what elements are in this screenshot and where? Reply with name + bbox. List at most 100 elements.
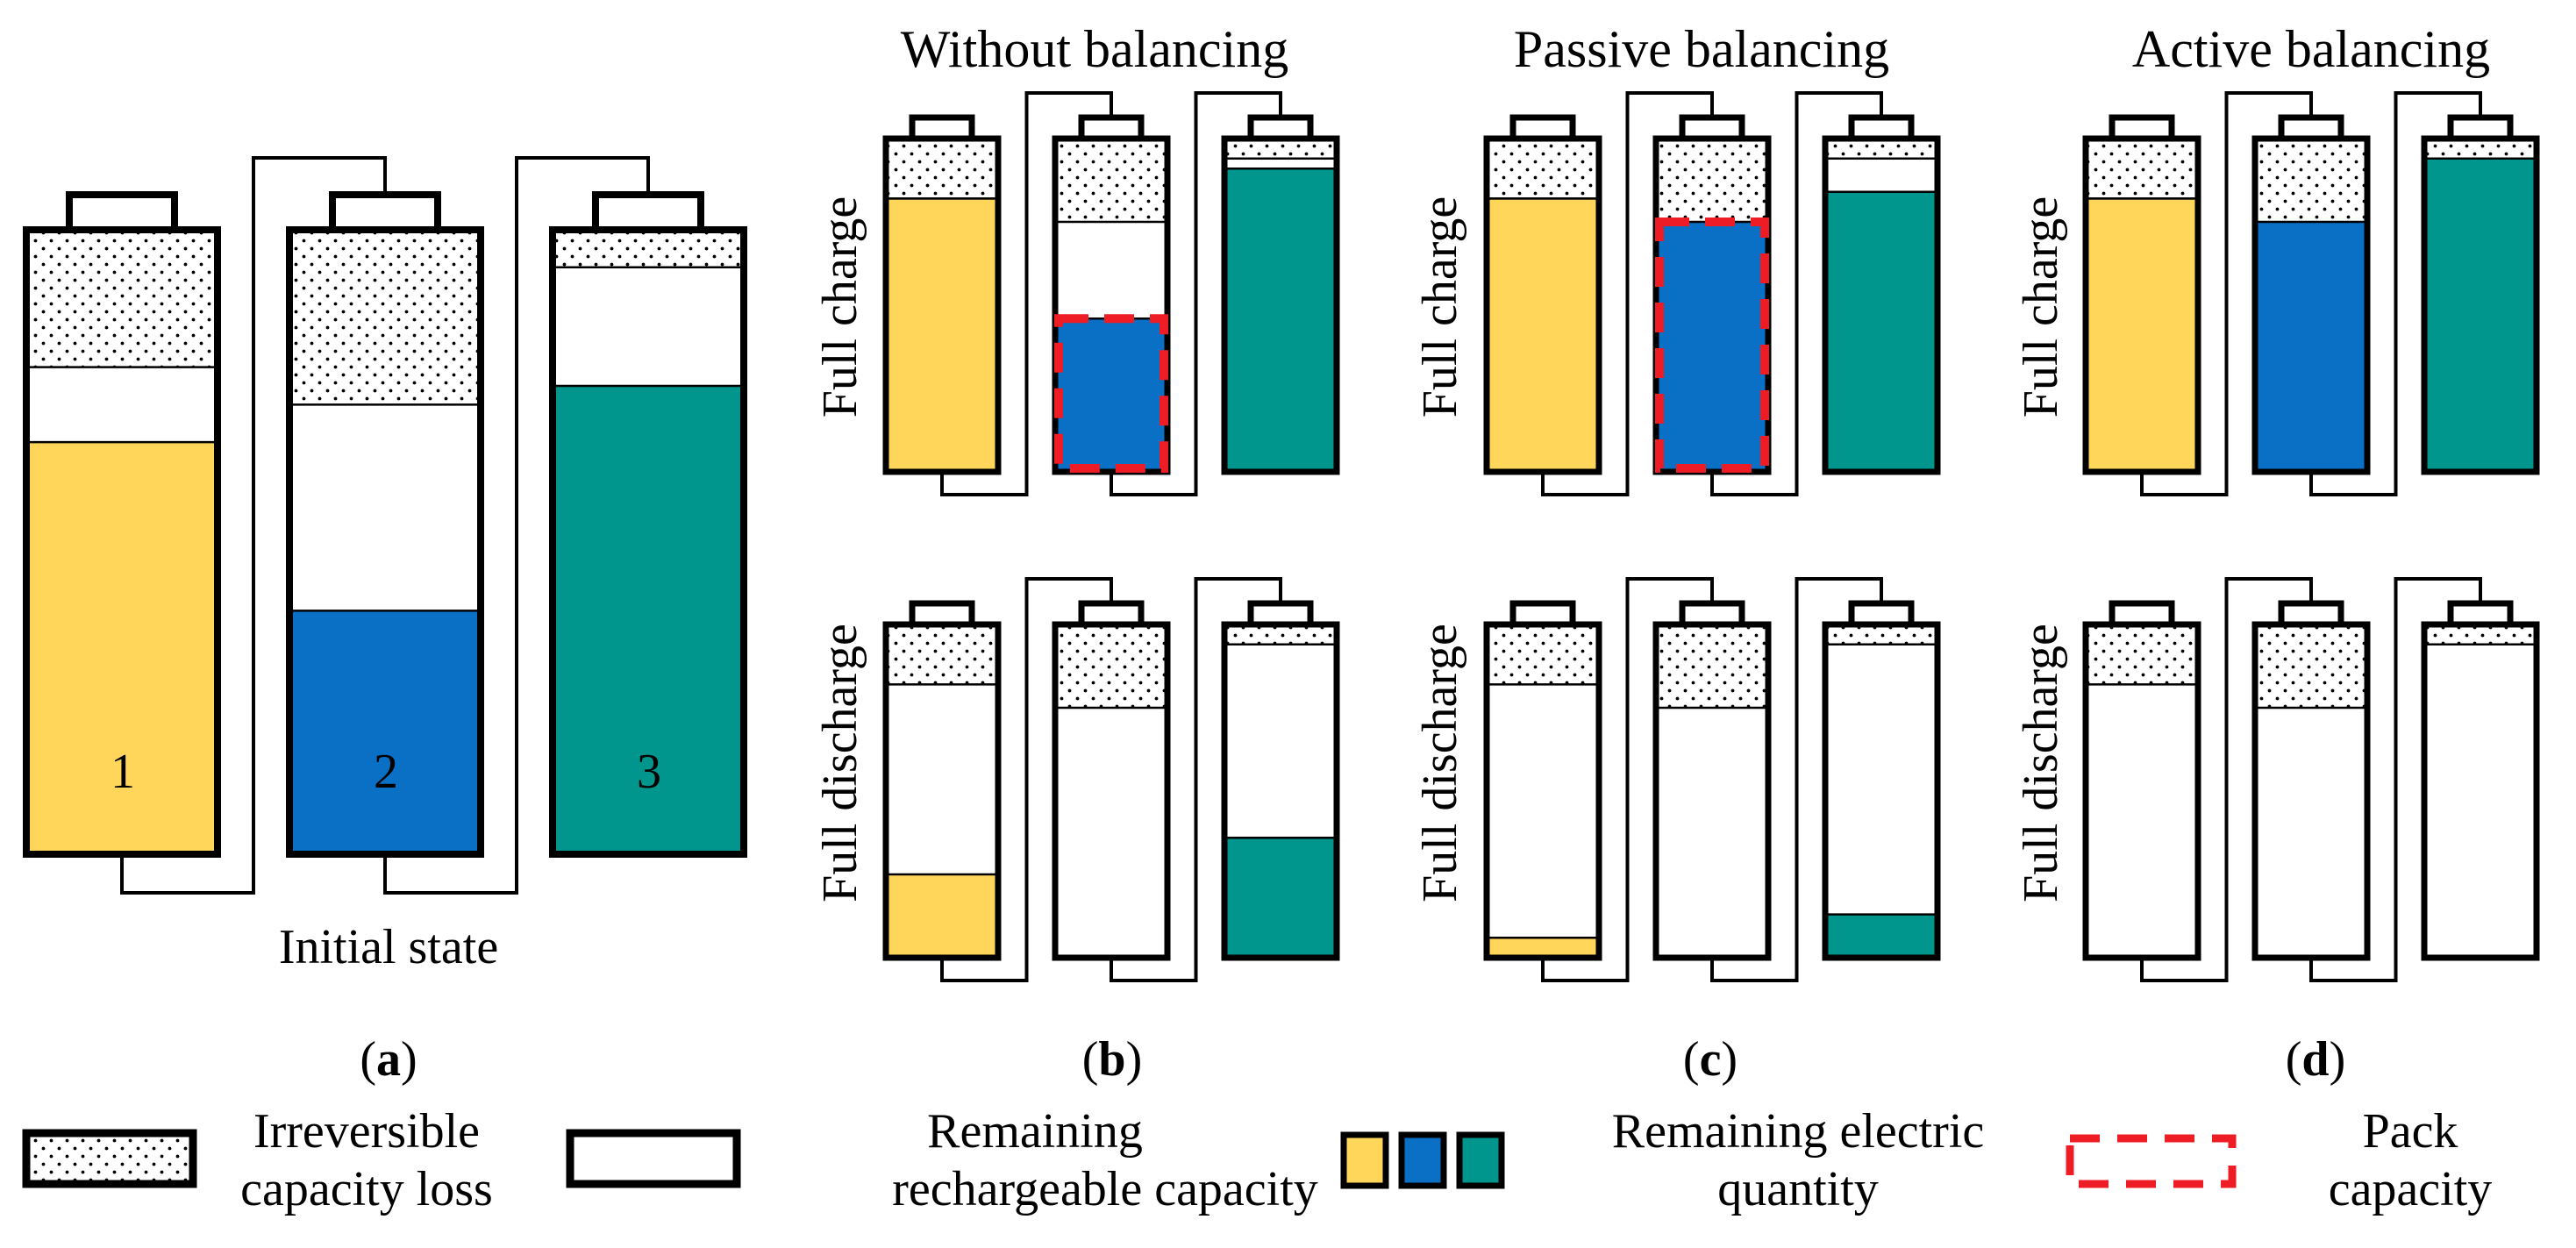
panel-d-row-1-cell-3-loss [2424,139,2537,159]
panel-c-row-1-cell-3-charge [1825,191,1937,473]
panel-a-wire-1 [120,156,387,895]
panel-c-row-2-cell-1-cap [1509,600,1576,624]
legend-pack-swatch [2066,1134,2237,1188]
panel-d-row-1-cell-3-cap [2447,114,2514,139]
panel-b-row-2-cell-1-cap [909,600,975,624]
panel-a-wire-2 [383,156,650,895]
panel-d-row-1-cell-1-charge [2086,198,2198,472]
legend-electric-swatch-3 [1456,1131,1505,1189]
panel-a-cell-2-rechargeable [289,404,481,611]
panel-d-row-1-cell-2-charge [2255,222,2367,472]
panel-c-row-1-cell-3-rechargeable [1825,158,1937,192]
panel-b-row-1-cell-2-rechargeable [1055,222,1167,319]
panel-c-row-1-cell-3-cap [1848,114,1915,139]
cells-layer [23,91,2540,982]
panel-c-row-2-cell-3-rechargeable [1825,644,1937,915]
panel-a-cell-1-cap [66,191,178,230]
legend-rechargeable-line2: rechargeable capacity [892,1162,1318,1216]
panel-a-cell-2-cap [329,191,441,230]
panel-c-row-1-wire-2 [1710,91,1883,496]
panel-b-row-2-cell-1-loss [886,624,998,685]
legend-electric-swatch-1 [1340,1131,1389,1189]
panel-b-row-1-cell-3-outline [1221,135,1340,475]
panel-b-row-2-wire-1 [940,577,1113,982]
panel-d-row-1-cell-2-cap [2278,114,2344,139]
panel-b-row-1-cell-3-rechargeable [1224,158,1337,169]
panel-b-row-discharge-label: Full discharge [813,624,867,902]
panel-b-row-1-cell-2-charge [1055,318,1167,472]
panel-d-row-2-wire-2 [2309,577,2482,982]
panel-c-row-2-cell-1-loss [1487,624,1599,685]
panel-c-letter: (c) [1683,1032,1738,1087]
panel-c-row-2-cell-1-rechargeable [1487,684,1599,938]
panel-c-row-2-cell-2-rechargeable [1656,708,1768,958]
cell-number-3: 3 [637,745,661,799]
panel-a-cell-1-rechargeable [26,367,218,443]
panel-b-row-2-cell-2-loss [1055,624,1167,708]
panel-b-row-1-cell-1-cap [909,114,975,139]
panel-c-row-1-cell-1-cap [1509,114,1576,139]
panel-c-row-1-cell-1-charge [1487,198,1599,472]
panel-d-row-2-wire-1 [2140,577,2313,982]
panel-d-row-2-cell-3-rechargeable [2424,644,2537,958]
panel-b-letter: (b) [1082,1032,1142,1087]
panel-b-row-1-cell-2-cap [1078,114,1145,139]
legend-rechargeable-line1: Remaining [927,1104,1143,1159]
panel-b-row-1-cell-3-loss [1224,139,1337,159]
panel-c-row-1-cell-2-charge [1656,222,1768,472]
panel-d-row-2-cell-3-outline [2421,621,2540,961]
panel-a-cell-3-rechargeable [553,267,744,386]
panel-b-row-2-cell-3-outline [1221,621,1340,961]
panel-b-row-1-wire-2 [1110,91,1282,496]
panel-b-row-charge-label: Full charge [813,196,867,417]
panel-a-cell-1-charge [26,442,218,854]
panel-d-row-1-cell-2-loss [2255,139,2367,222]
panel-d-title: Active balancing [2132,20,2490,78]
panel-c-row-1-pack-outline [1655,218,1769,473]
panel-b-row-2-cell-2-cap [1078,600,1145,624]
cell-number-2: 2 [374,745,398,799]
panel-c-row-1-cell-2-cap [1679,114,1745,139]
panel-a-cell-2-charge [289,610,481,854]
legend-electric-line1: Remaining electric [1612,1104,1984,1159]
panel-b-row-2-cell-2-rechargeable [1055,708,1167,958]
legend-rechargeable-swatch [566,1129,741,1188]
legend-irreversible-line1: Irreversible [253,1104,480,1159]
panel-a-cell-2-loss [289,230,481,405]
legend-pack-line1: Pack [2363,1104,2458,1159]
panel-b-title: Without balancing [901,20,1288,78]
panel-b-row-1-cell-3-cap [1247,114,1314,139]
panel-c-title: Passive balancing [1514,20,1889,78]
panel-a-cell-1-loss [26,230,218,367]
panel-b-row-2-cell-1-rechargeable [886,684,998,874]
panel-b-row-2-wire-2 [1110,577,1282,982]
legend: Irreversible capacity loss Remaining rec… [22,1104,2492,1216]
panel-c-row-2-cell-3-loss [1825,624,1937,645]
panel-c-row-2-wire-2 [1710,577,1883,982]
panel-a-caption: Initial state [279,920,498,974]
panel-d-letter: (d) [2286,1032,2345,1087]
panel-c-row-charge-label: Full charge [1413,196,1467,417]
panel-d-row-1-cell-3-charge [2424,158,2537,473]
panel-d-row-2-cell-3-loss [2424,624,2537,645]
panel-c-row-1-cell-1-loss [1487,139,1599,199]
panel-c-row-2-cell-3-cap [1848,600,1915,624]
panel-d-row-2-cell-2-loss [2255,624,2367,708]
cell-number-1: 1 [111,745,135,799]
panel-b-row-2-cell-3-loss [1224,624,1337,645]
panel-d-row-2-cell-3-cap [2447,600,2514,624]
panel-d-row-2-cell-2-cap [2278,600,2344,624]
panel-b-row-1-cell-3-charge [1224,168,1337,472]
panel-c-row-1-cell-2-loss [1656,139,1768,222]
panel-b-row-2-cell-1-charge [886,874,998,958]
panel-b-row-1-cell-1-charge [886,198,998,472]
panel-c-row-2-cell-2-loss [1656,624,1768,708]
panel-c-row-2-cell-1-charge [1487,938,1599,958]
panel-d-row-2-cell-1-cap [2109,600,2175,624]
panel-d-row-2-cell-1-loss [2086,624,2198,685]
panel-c-row-1-wire-1 [1541,91,1714,496]
panel-c-row-2-wire-1 [1541,577,1714,982]
panel-d-row-2-cell-2-rechargeable [2255,708,2367,958]
panel-d-row-1-cell-1-cap [2109,114,2175,139]
panel-a-cell-3-outline [549,226,747,858]
